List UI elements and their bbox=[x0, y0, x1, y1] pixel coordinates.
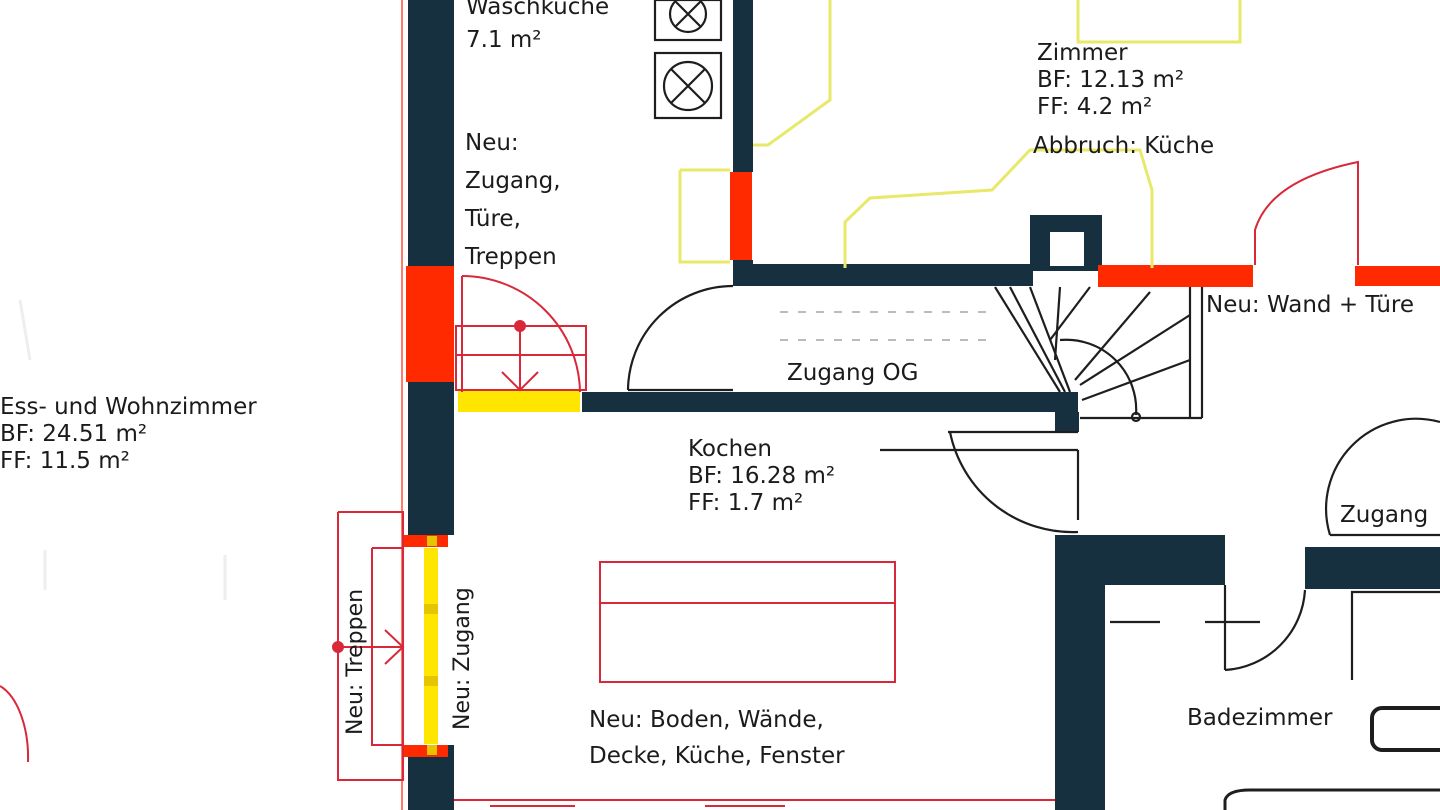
note-kochen-renovation: Neu: Boden, Wände, Decke, Küche, Fenster bbox=[589, 702, 845, 774]
new-door-lines bbox=[0, 160, 1359, 807]
room-label-zimmer: Zimmer BF: 12.13 m² FF: 4.2 m² Abbruch: … bbox=[1033, 40, 1214, 160]
note-neu-treppen: Neu: Treppen bbox=[343, 589, 368, 735]
stair-dashes bbox=[780, 311, 995, 341]
note-zugang-og: Zugang OG bbox=[787, 360, 918, 387]
room-bf: BF: 16.28 m² bbox=[688, 463, 836, 489]
note-text: Neu: Wand + Türe bbox=[1206, 292, 1414, 318]
note-line: Treppen bbox=[465, 244, 557, 270]
room-area: 7.1 m² bbox=[466, 27, 542, 53]
room-label-bad: Badezimmer bbox=[1187, 705, 1333, 732]
room-name: Kochen bbox=[688, 436, 772, 462]
note-text: Neu: Zugang bbox=[450, 587, 475, 730]
new-walls bbox=[424, 390, 580, 744]
room-name: Waschküche bbox=[466, 0, 610, 20]
walls bbox=[408, 0, 1440, 810]
note-line: Türe, bbox=[465, 206, 521, 232]
note-line: Neu: bbox=[465, 130, 519, 156]
note-neu-zugang: Neu: Zugang bbox=[450, 587, 475, 730]
note-text: Neu: Treppen bbox=[343, 588, 368, 735]
note-text: Zugang bbox=[1340, 502, 1429, 528]
room-label-waschkueche: Waschküche 7.1 m² bbox=[466, 0, 609, 54]
room-label-ess-wohn: Ess- und Wohnzimmer BF: 24.51 m² FF: 11.… bbox=[0, 394, 257, 475]
stairs bbox=[994, 286, 1204, 423]
room-label-kochen: Kochen BF: 16.28 m² FF: 1.7 m² bbox=[688, 436, 835, 517]
note-line: Decke, Küche, Fenster bbox=[589, 743, 845, 769]
room-bf: BF: 24.51 m² bbox=[0, 421, 148, 447]
chimney-opening bbox=[1050, 232, 1084, 266]
doors bbox=[626, 284, 1440, 810]
room-ff: FF: 11.5 m² bbox=[0, 448, 130, 474]
room-name: Badezimmer bbox=[1187, 705, 1333, 731]
room-bf: BF: 12.13 m² bbox=[1037, 67, 1185, 93]
drain-boxes bbox=[653, 0, 723, 120]
note-zugang-right: Zugang bbox=[1340, 502, 1428, 529]
demolition-walls bbox=[403, 172, 1440, 757]
room-note: Abbruch: Küche bbox=[1033, 133, 1215, 159]
note-neu-zugang-treppen: Neu: Zugang, Türe, Treppen bbox=[465, 124, 561, 276]
room-ff: FF: 4.2 m² bbox=[1037, 94, 1153, 120]
note-text: Zugang OG bbox=[787, 360, 919, 386]
room-name: Zimmer bbox=[1037, 40, 1128, 66]
faint-marks bbox=[18, 299, 227, 600]
room-name: Ess- und Wohnzimmer bbox=[0, 394, 257, 420]
old-kitchen-outline bbox=[678, 0, 1242, 268]
room-ff: FF: 1.7 m² bbox=[688, 490, 804, 516]
note-line: Zugang, bbox=[465, 168, 561, 194]
new-opening-marks bbox=[424, 536, 438, 755]
note-line: Neu: Boden, Wände, bbox=[589, 707, 824, 733]
note-neu-wand-tuere: Neu: Wand + Türe bbox=[1206, 292, 1414, 319]
